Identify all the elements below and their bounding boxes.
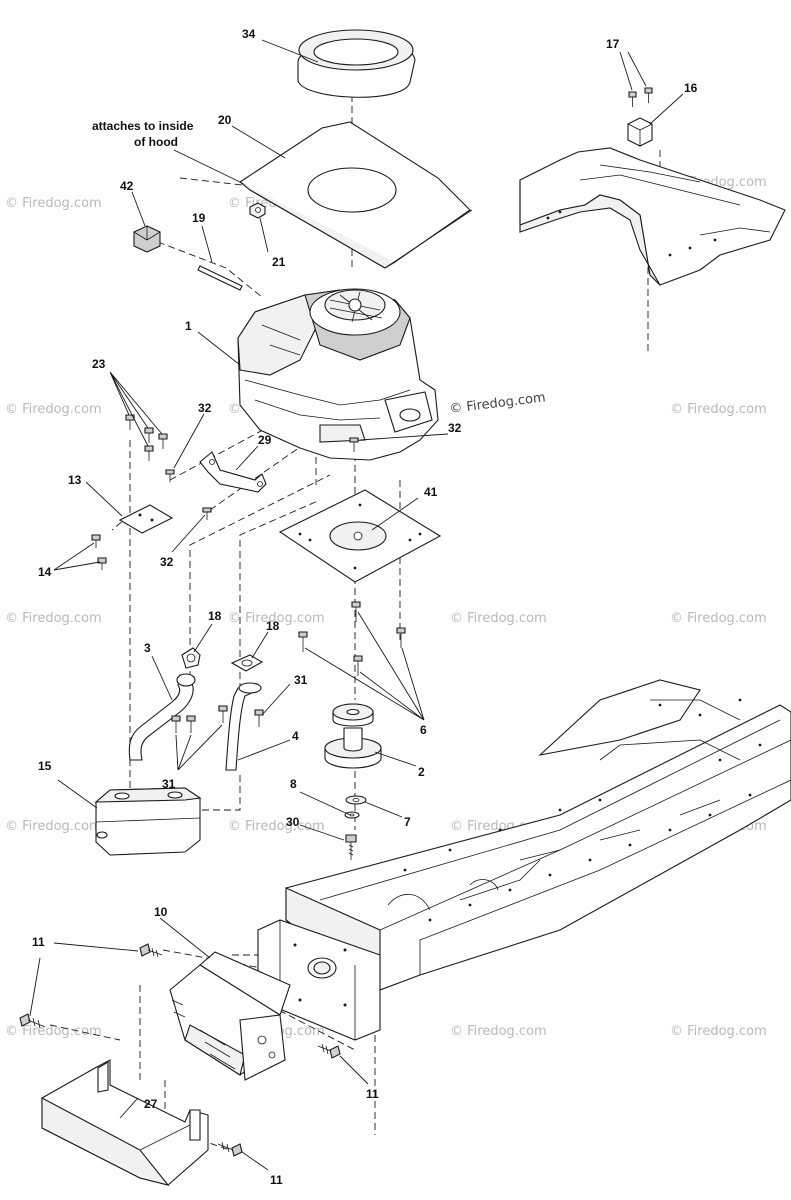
part-42-coupler — [133, 225, 161, 253]
callout-4: 4 — [292, 729, 299, 743]
part-15-muffler — [94, 787, 202, 856]
callout-2: 2 — [418, 765, 425, 779]
watermark-text: © Firedog.com — [450, 611, 547, 626]
callout-31-bottom: 31 — [162, 777, 176, 791]
callout-1: 1 — [185, 319, 192, 333]
part-31-screws — [171, 705, 264, 733]
callout-30: 30 — [286, 815, 300, 829]
watermark-text: © Firedog.com — [450, 1024, 547, 1039]
callout-27: 27 — [144, 1097, 158, 1111]
chassis-frame — [257, 679, 791, 1041]
part-17-screws — [628, 87, 653, 107]
part-10-heat-shield — [169, 951, 291, 1081]
callout-32-right: 32 — [448, 421, 462, 435]
note-line-2: of hood — [134, 135, 178, 149]
part-27-muffler-guard — [41, 1059, 209, 1186]
callout-6: 6 — [420, 723, 427, 737]
callout-11-bottom: 11 — [270, 1173, 283, 1187]
part-4-exhaust-pipe — [225, 682, 262, 771]
part-21-nut — [249, 202, 266, 219]
watermark-text: © Firedog.com — [228, 819, 325, 834]
callout-11-right: 11 — [366, 1087, 379, 1101]
part-32-screws — [165, 437, 359, 520]
callout-32-bottom: 32 — [160, 555, 174, 569]
watermark-text: © Firedog.com — [670, 611, 767, 626]
callout-17: 17 — [606, 37, 620, 51]
callout-7: 7 — [404, 815, 411, 829]
callout-16: 16 — [684, 81, 698, 95]
callout-29: 29 — [258, 433, 272, 447]
part-2-pulley — [324, 703, 382, 769]
part-11-screws — [19, 943, 341, 1157]
part-19-rod — [197, 265, 243, 291]
part-23-screws — [125, 414, 168, 461]
hood-assembly — [519, 147, 786, 286]
part-8-lock-washer — [344, 811, 360, 819]
callout-18-right: 18 — [266, 619, 280, 633]
watermark-text: © Firedog.com — [228, 611, 325, 626]
part-20-engine-cover — [238, 121, 473, 269]
callout-8: 8 — [290, 777, 297, 791]
callout-3: 3 — [144, 641, 151, 655]
callout-10: 10 — [154, 905, 168, 919]
part-34-air-cleaner-cover — [297, 29, 416, 98]
part-29-bracket — [199, 451, 267, 493]
part-16-bracket — [627, 117, 653, 147]
watermark-text: © Firedog.com — [5, 819, 102, 834]
part-1-engine — [237, 288, 439, 461]
callout-23: 23 — [92, 357, 106, 371]
callout-41: 41 — [424, 485, 438, 499]
callout-34: 34 — [242, 27, 256, 41]
part-30-bolt — [345, 834, 357, 860]
callout-42: 42 — [120, 179, 134, 193]
callout-13: 13 — [68, 473, 82, 487]
watermark-text: © Firedog.com — [5, 611, 102, 626]
callout-32-top: 32 — [198, 401, 212, 415]
part-7-washer — [345, 795, 367, 805]
callout-20: 20 — [218, 113, 232, 127]
callout-19: 19 — [192, 211, 206, 225]
watermark-text: © Firedog.com — [670, 402, 767, 417]
part-13-plate — [118, 504, 174, 534]
leader-lines — [29, 39, 684, 1171]
part-6-bolts — [298, 601, 406, 676]
watermark-text: © Firedog.com — [5, 402, 102, 417]
part-41-mounting-plate — [278, 489, 442, 583]
part-14-screws — [91, 534, 107, 570]
watermark-text: © Firedog.com — [5, 1024, 102, 1039]
callout-15: 15 — [38, 759, 52, 773]
callout-21: 21 — [272, 255, 286, 269]
hood-attachment-note: attaches to inside of hood — [92, 119, 194, 149]
callout-18-left: 18 — [208, 609, 222, 623]
callout-numbers: 34 17 16 20 42 19 21 1 23 32 29 32 13 41… — [32, 27, 698, 1187]
callout-31-right: 31 — [294, 673, 308, 687]
watermark-text: © Firedog.com — [670, 1024, 767, 1039]
part-18-gaskets — [181, 647, 264, 672]
part-3-exhaust-pipe — [128, 673, 196, 761]
watermark-text-main: © Firedog.com — [449, 390, 547, 417]
watermark-text: © Firedog.com — [5, 196, 102, 211]
note-line-1: attaches to inside — [92, 119, 194, 133]
callout-14: 14 — [38, 565, 52, 579]
callout-11-top: 11 — [32, 935, 45, 949]
